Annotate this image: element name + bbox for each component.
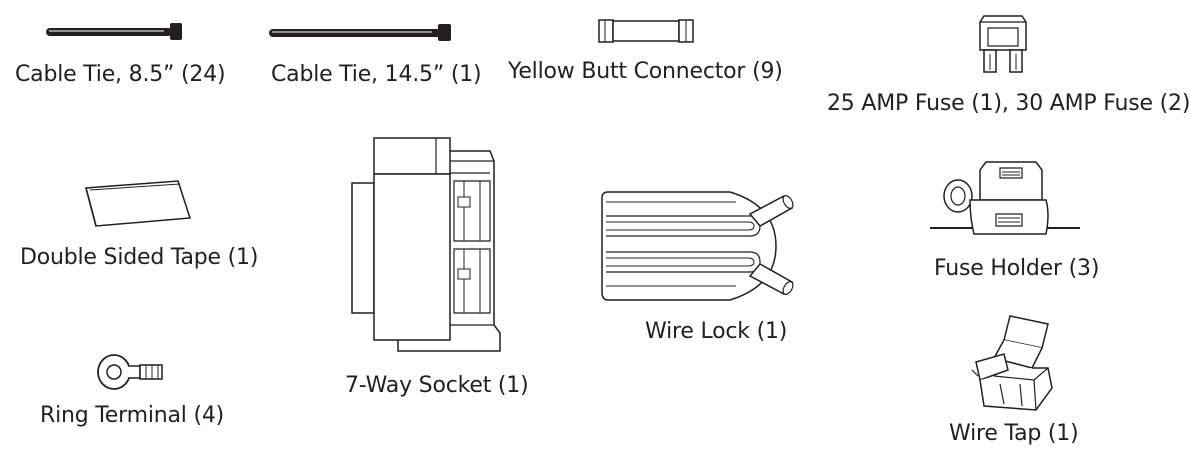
wire-tap-drawing <box>964 314 1060 414</box>
double-sided-tape-label: Double Sided Tape (1) <box>20 245 259 270</box>
cable-tie-long-label: Cable Tie, 14.5” (1) <box>271 62 482 87</box>
ring-terminal-drawing <box>96 352 166 392</box>
wire-lock-label: Wire Lock (1) <box>645 319 788 344</box>
seven-way-socket-drawing <box>350 137 500 355</box>
fuse-holder-label: Fuse Holder (3) <box>934 256 1100 281</box>
cable-tie-short-drawing <box>46 23 182 40</box>
wire-tap-label: Wire Tap (1) <box>949 421 1079 446</box>
blade-fuse-drawing <box>976 14 1030 74</box>
butt-connector-label: Yellow Butt Connector (9) <box>508 59 783 84</box>
fuses-label: 25 AMP Fuse (1), 30 AMP Fuse (2) <box>827 91 1190 116</box>
butt-connector-drawing <box>598 18 694 44</box>
fuse-holder-drawing <box>930 160 1080 244</box>
ring-terminal-label: Ring Terminal (4) <box>40 403 225 428</box>
seven-way-socket-label: 7-Way Socket (1) <box>345 373 529 398</box>
double-sided-tape-drawing <box>84 180 194 228</box>
wire-lock-drawing <box>600 186 796 304</box>
cable-tie-long-drawing <box>269 24 451 41</box>
cable-tie-short-label: Cable Tie, 8.5” (24) <box>15 62 226 87</box>
